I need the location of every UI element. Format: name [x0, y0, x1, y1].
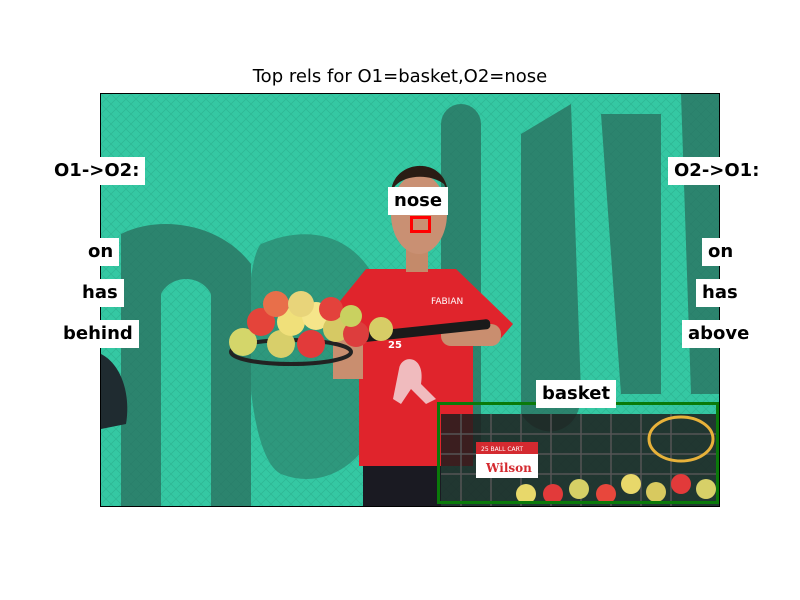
- scene-photo: FABIAN 25: [100, 93, 720, 507]
- o2-to-o1-header: O2->O1:: [668, 157, 766, 185]
- cart-sign-top: 25 BALL CART: [481, 446, 523, 453]
- o1-to-o2-relation: on: [82, 238, 120, 266]
- cart-sign-brand: Wilson: [485, 461, 532, 475]
- scene-illustration: FABIAN 25: [101, 94, 719, 506]
- o2-to-o1-relation: has: [696, 279, 744, 307]
- racket-text: 25: [388, 340, 402, 351]
- o1-to-o2-relation: behind: [57, 320, 139, 348]
- figure-title: Top rels for O1=basket,O2=nose: [252, 66, 548, 87]
- nose-bounding-box: [410, 216, 431, 233]
- nose-label: nose: [388, 187, 449, 215]
- o1-to-o2-header: O1->O2:: [48, 157, 146, 185]
- shirt-text: FABIAN: [431, 297, 463, 307]
- basket-bounding-box: [437, 402, 719, 504]
- o2-to-o1-relation: above: [682, 320, 756, 348]
- o2-to-o1-relation: on: [702, 238, 740, 266]
- basket-label: basket: [536, 380, 617, 408]
- o1-to-o2-relation: has: [76, 279, 124, 307]
